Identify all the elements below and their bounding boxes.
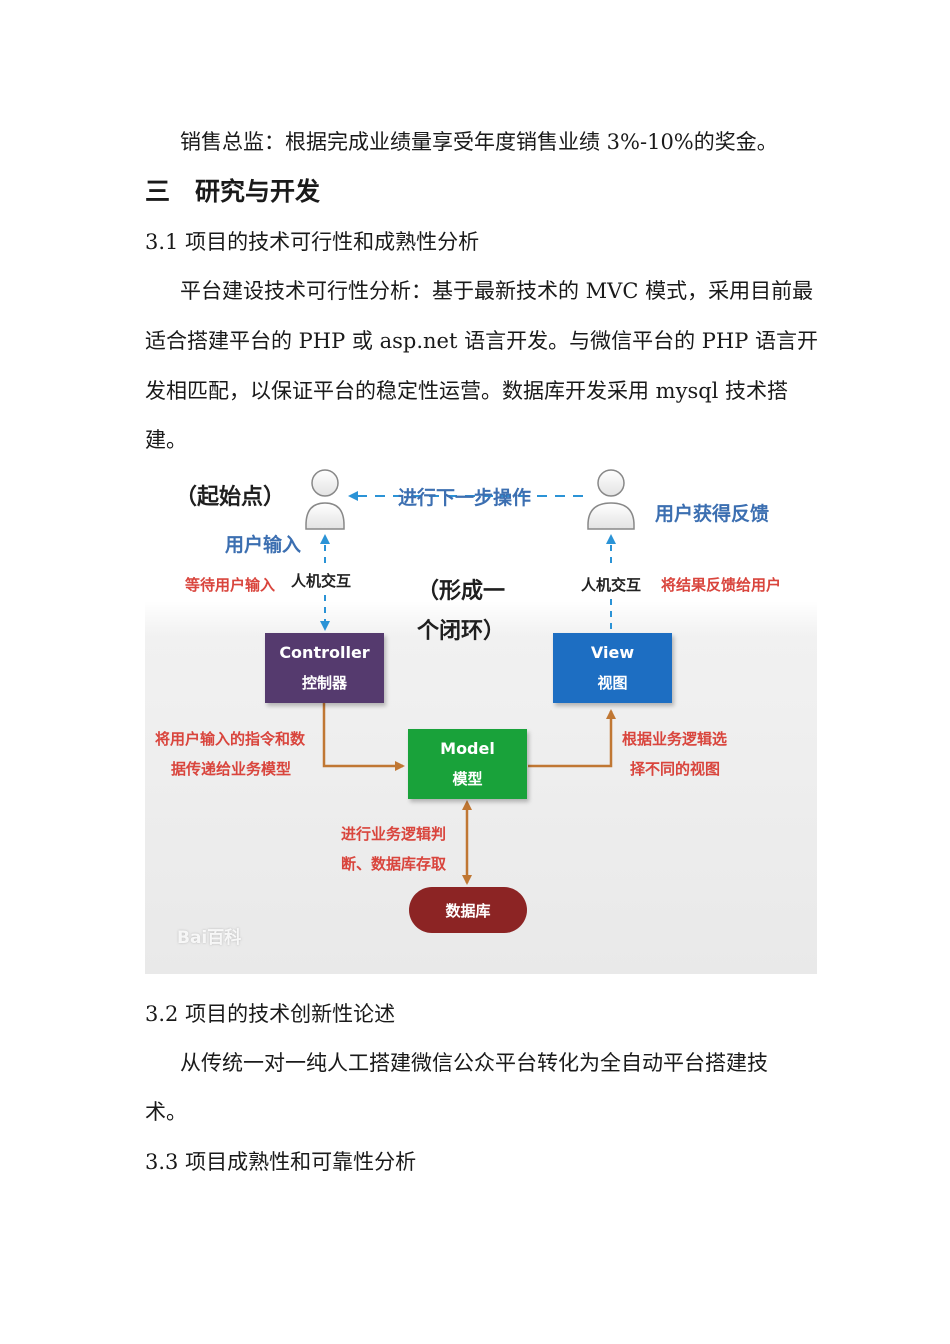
subsection-3-1: 3.1 项目的技术可行性和成熟性分析 <box>145 230 480 254</box>
model-box: Model 模型 <box>408 729 527 799</box>
model-title: Model <box>440 739 495 758</box>
label-hci-right: 人机交互 <box>581 576 642 594</box>
label-next-step: 进行下一步操作 <box>398 487 532 509</box>
database-label: 数据库 <box>445 902 491 920</box>
view-box: View 视图 <box>553 633 672 703</box>
view-title: View <box>590 643 635 662</box>
label-start: （起始点） <box>175 485 286 510</box>
section-number: 三 <box>145 177 171 206</box>
paragraph-feasibility-line-2: 适合搭建平台的 PHP 或 asp.net 语言开发。与微信平台的 PHP 语言… <box>145 329 819 353</box>
diagram-canvas <box>145 463 817 974</box>
controller-title: Controller <box>279 643 370 662</box>
label-logic-line-2: 断、数据库存取 <box>341 855 447 873</box>
label-choose-line-1: 根据业务逻辑选 <box>622 730 728 748</box>
user-icon-left <box>305 469 345 530</box>
label-loop-line-1: （形成一 <box>417 579 506 604</box>
label-logic-line-1: 进行业务逻辑判 <box>341 825 447 843</box>
user-icon-right <box>587 469 635 530</box>
controller-to-model-arrow <box>322 703 405 771</box>
view-subtitle: 视图 <box>597 674 628 692</box>
paragraph-bonus: 销售总监：根据完成业绩量享受年度销售业绩 3%-10%的奖金。 <box>180 130 778 154</box>
paragraph-innovation-line-2: 术。 <box>145 1100 187 1124</box>
label-user-input: 用户输入 <box>225 534 302 556</box>
controller-box: Controller 控制器 <box>265 633 384 703</box>
section-heading: 三研究与开发 <box>145 167 810 217</box>
label-pass-line-1: 将用户输入的指令和数 <box>155 730 306 748</box>
paragraph-feasibility-line-4: 建。 <box>145 428 187 452</box>
model-to-view-arrow <box>528 709 616 768</box>
label-feedback-to-user: 将结果反馈给用户 <box>661 576 782 594</box>
label-hci-left: 人机交互 <box>291 572 352 590</box>
label-user-feedback: 用户获得反馈 <box>655 503 770 525</box>
label-choose-line-2: 择不同的视图 <box>630 760 721 778</box>
mvc-diagram: （起始点） 进行下一步操作 用户输入 用户获得反馈 等待用户输入 人机交互 人机… <box>145 463 817 974</box>
label-loop-line-2: 个闭环） <box>417 619 506 644</box>
baidu-watermark: Bai百科 <box>177 928 242 948</box>
section-title: 研究与开发 <box>195 177 321 206</box>
label-pass-line-2: 据传递给业务模型 <box>171 760 292 778</box>
paragraph-innovation-line-1: 从传统一对一纯人工搭建微信公众平台转化为全自动平台搭建技 <box>180 1051 768 1075</box>
controller-subtitle: 控制器 <box>301 674 347 692</box>
model-subtitle: 模型 <box>452 770 483 788</box>
subsection-3-2: 3.2 项目的技术创新性论述 <box>145 1002 396 1026</box>
paragraph-feasibility-line-1: 平台建设技术可行性分析：基于最新技术的 MVC 模式，采用目前最 <box>180 279 814 303</box>
paragraph-feasibility-line-3: 发相匹配，以保证平台的稳定性运营。数据库开发采用 mysql 技术搭 <box>145 379 789 403</box>
label-wait-input: 等待用户输入 <box>185 576 276 594</box>
database-shape <box>409 887 527 933</box>
subsection-3-3: 3.3 项目成熟性和可靠性分析 <box>145 1150 417 1174</box>
